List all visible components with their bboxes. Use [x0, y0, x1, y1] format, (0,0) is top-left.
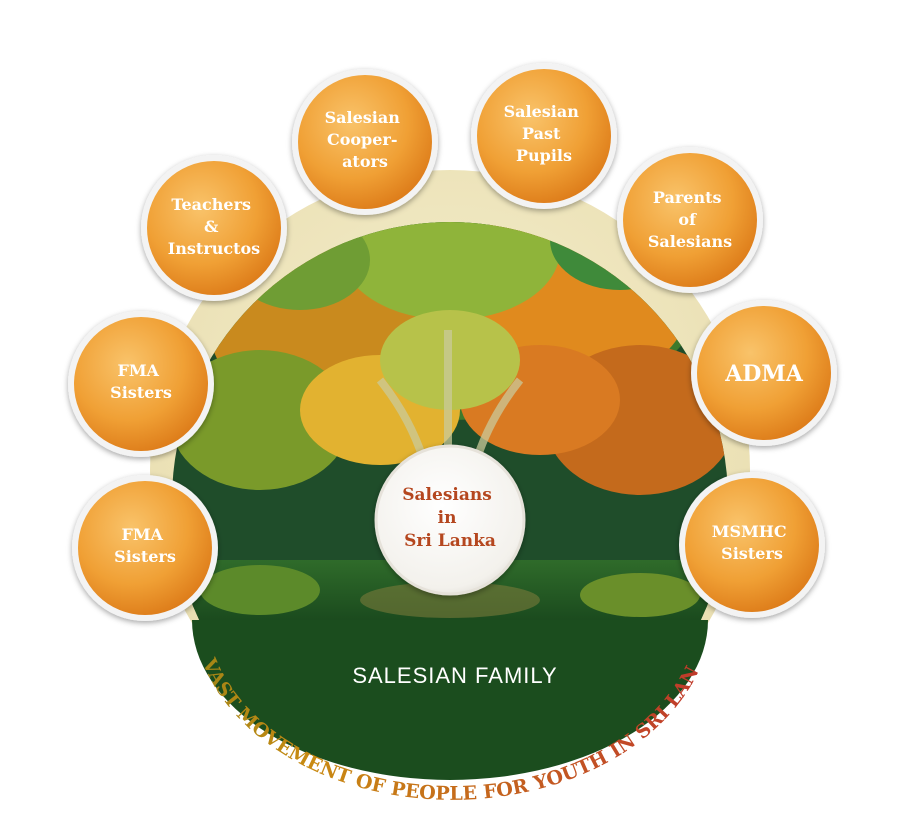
node-line: Salesian [325, 108, 401, 127]
banner-shape [192, 620, 708, 780]
node-line: & [204, 217, 219, 236]
svg-text:Salesian Cooper-: Salesian Cooper- ators [325, 108, 406, 171]
node-line: Pupils [516, 146, 572, 165]
node-fma-sisters-lower: FMA Sisters [72, 475, 218, 621]
node-line: FMA [121, 525, 163, 544]
node-line: Instructos [168, 239, 260, 258]
svg-text:FMA Sisters: FMA Sisters [110, 361, 172, 402]
node-salesian-cooperators: Salesian Cooper- ators [292, 69, 438, 215]
node-line: Salesians [648, 232, 732, 251]
node-parents-of-salesians: Parents of Salesians [617, 147, 763, 293]
node-line: Cooper- [327, 130, 398, 149]
center-line-3: Sri Lanka [404, 531, 496, 551]
node-line: ators [342, 152, 388, 171]
node-line: MSMHC [712, 522, 787, 541]
node-teachers-instructors: Teachers & Instructos [141, 155, 287, 301]
svg-text:Salesian Past: Salesian Past Pupils [504, 102, 585, 165]
node-msmhc-sisters: MSMHC Sisters [679, 472, 825, 618]
svg-text:Parents of Sal: Parents of Salesians [648, 188, 732, 251]
node-fma-sisters-upper: FMA Sisters [68, 311, 214, 457]
center-line-2: in [438, 508, 457, 528]
banner-title: SALESIAN FAMILY [352, 663, 557, 688]
node-line: Sisters [114, 547, 176, 566]
svg-text:ADMA: ADMA [724, 361, 804, 387]
node-line: of [678, 210, 697, 229]
svg-text:FMA Sisters: FMA Sisters [114, 525, 176, 566]
node-line: Teachers [171, 195, 251, 214]
node-adma: ADMA [691, 300, 837, 446]
center-node: Salesians in Sri Lanka [374, 444, 526, 596]
svg-text:Salesians in Sri L: Salesians in Sri Lanka [402, 485, 497, 551]
center-line-1: Salesians [402, 485, 492, 505]
node-line: ADMA [724, 361, 804, 387]
node-line: Past [522, 124, 561, 143]
node-line: FMA [117, 361, 159, 380]
node-line: Salesian [504, 102, 580, 121]
node-salesian-past-pupils: Salesian Past Pupils [471, 63, 617, 209]
node-line: Parents [653, 188, 722, 207]
svg-text:MSMHC Sisters: MSMHC Sisters [712, 522, 792, 563]
family-nodes: FMA Sisters FMA Sisters Teachers & Instr… [68, 63, 837, 621]
node-line: Sisters [110, 383, 172, 402]
svg-text:Teachers & Ins: Teachers & Instructos [168, 195, 260, 258]
node-line: Sisters [721, 544, 783, 563]
